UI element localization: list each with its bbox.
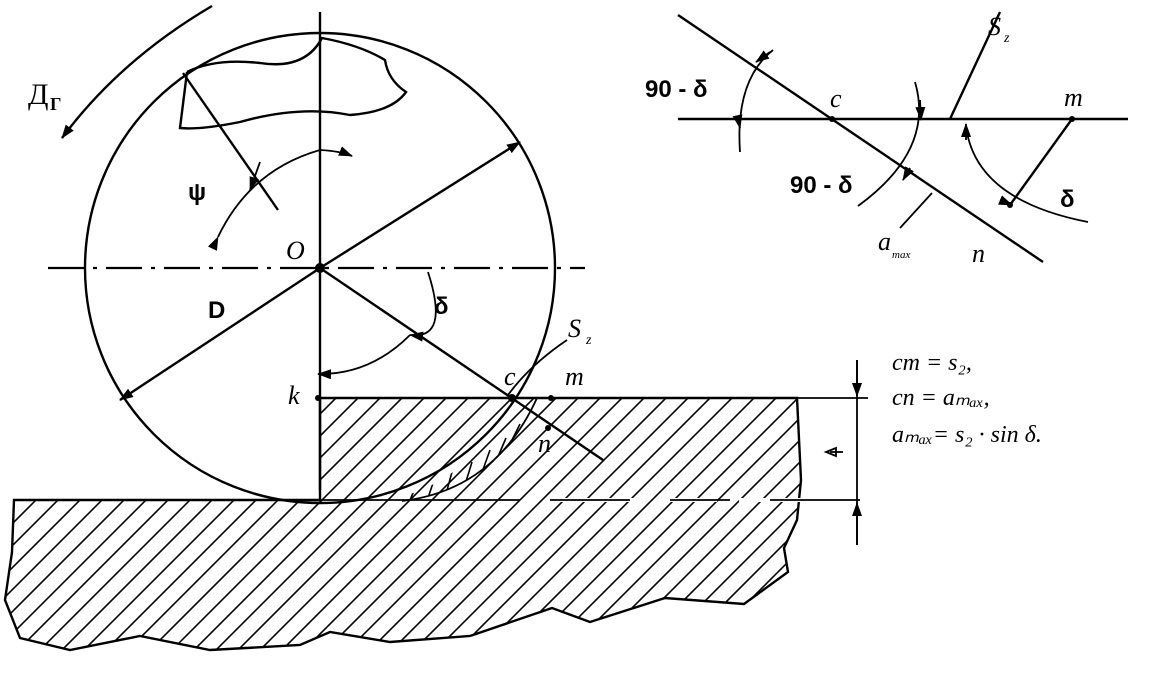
hatch-line <box>7 398 279 650</box>
hatch-line <box>29 398 301 650</box>
hatch-line <box>381 398 653 650</box>
chip-hatch-line <box>493 437 507 467</box>
svg-text:max: max <box>892 249 910 261</box>
hatch-line <box>227 398 499 650</box>
hatch-line <box>645 398 801 650</box>
hatch-line <box>5 398 103 650</box>
tooth-face <box>182 72 279 211</box>
inset-sz: S <box>988 12 1001 41</box>
hatch-line <box>5 398 191 650</box>
label-psi: ψ <box>188 179 206 206</box>
label-n: n <box>538 429 551 458</box>
hatch-line <box>161 398 433 650</box>
inset-diagram <box>677 11 1128 263</box>
hatch-line <box>491 398 763 650</box>
hatch-line <box>403 398 675 650</box>
inset-c: c <box>830 84 842 113</box>
chip-outline <box>401 397 538 502</box>
label-m: m <box>565 362 584 391</box>
svg-text:z: z <box>585 333 592 348</box>
radius-oc <box>319 267 604 461</box>
psi-arc <box>207 149 321 251</box>
hatch-line <box>249 398 521 650</box>
hatch-line <box>469 398 741 650</box>
hatch-line <box>5 398 125 650</box>
hatch-line <box>183 398 455 650</box>
hatch-line <box>447 398 719 650</box>
inset-m: m <box>1064 83 1083 112</box>
hatch-line <box>359 398 631 650</box>
hatch-line <box>5 398 37 650</box>
label-k: k <box>288 381 300 410</box>
workpiece-hatching <box>5 398 801 650</box>
formula-amax: aₘₐₓ= s₂ · sin δ. <box>892 422 1042 448</box>
hatch-line <box>117 398 389 650</box>
diameter-line <box>319 140 521 270</box>
formula-cm: cm = s₂, <box>892 350 972 376</box>
hatch-line <box>425 398 697 650</box>
hatch-line <box>205 398 477 650</box>
label-delta: δ <box>434 293 449 320</box>
hatch-line <box>73 398 345 650</box>
hatch-line <box>95 398 367 650</box>
inset-n: n <box>972 239 985 268</box>
workpiece-outline <box>3 396 803 652</box>
hatch-line <box>5 398 257 650</box>
chip <box>409 409 533 501</box>
hatch-line <box>623 398 801 650</box>
hatch-line <box>5 398 147 650</box>
hatch-line <box>5 398 235 650</box>
hatch-line <box>293 398 565 650</box>
hatch-line <box>139 398 411 650</box>
hatch-line <box>337 398 609 650</box>
label-sz: S <box>568 314 581 343</box>
cutter-tooth <box>178 36 408 130</box>
rotation-arrow <box>61 4 213 139</box>
hatch-line <box>535 398 801 650</box>
label-o: O <box>286 236 305 265</box>
hatch-line <box>579 398 801 650</box>
inset-angle-bottom: 90 - δ <box>790 172 853 199</box>
hatch-line <box>315 398 587 650</box>
hatch-line <box>601 398 801 650</box>
label-d: D <box>208 297 225 324</box>
inset-amax: a <box>878 227 891 256</box>
hatch-line <box>513 398 785 650</box>
delta-arc <box>409 271 437 342</box>
svg-text:Г: Г <box>50 94 61 114</box>
hatch-line <box>557 398 801 650</box>
formula-cn: cn = aₘₐₓ, <box>892 385 990 411</box>
label-c: c <box>504 362 516 391</box>
feed-arc <box>507 339 568 396</box>
inset-angle-left: 90 - δ <box>645 76 708 103</box>
inset-delta: δ <box>1060 186 1075 213</box>
hatch-line <box>271 398 543 650</box>
hatch-line <box>51 398 323 650</box>
label-dg: Д <box>28 78 48 111</box>
svg-text:z: z <box>1003 31 1010 46</box>
